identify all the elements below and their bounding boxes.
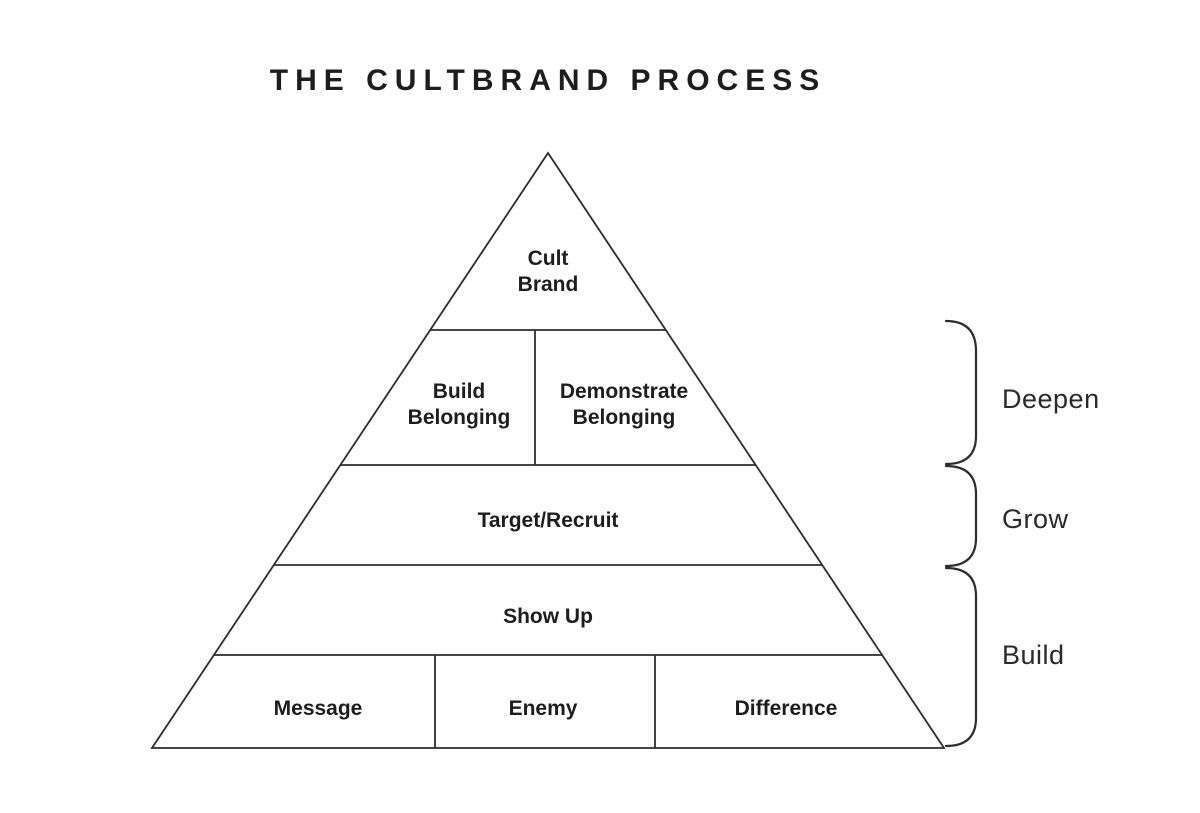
cell-difference-label: Difference xyxy=(735,697,838,720)
pyramid-outline xyxy=(150,151,946,749)
tier-cult-brand-label-line2: Brand xyxy=(518,273,579,296)
cell-demonstrate-belonging-label-line1: Demonstrate xyxy=(560,380,688,403)
bracket-grow xyxy=(944,464,978,568)
cell-build-belonging-label-line2: Belonging xyxy=(408,406,511,429)
cell-message-label: Message xyxy=(274,697,363,720)
diagram-title: THE CULTBRAND PROCESS xyxy=(269,64,827,97)
tier-target-recruit-label: Target/Recruit xyxy=(478,509,619,532)
cell-demonstrate-belonging-label-line2: Belonging xyxy=(573,406,676,429)
bracket-build-label: Build xyxy=(1002,640,1065,670)
tier-cult-brand-label-line1: Cult xyxy=(528,247,569,270)
bracket-build xyxy=(944,566,978,748)
bracket-grow-label: Grow xyxy=(1002,504,1069,534)
cell-build-belonging-label-line1: Build xyxy=(433,380,486,403)
bracket-deepen-label: Deepen xyxy=(1002,384,1100,414)
tier-show-up-label: Show Up xyxy=(503,605,593,628)
bracket-deepen xyxy=(944,319,978,466)
cell-enemy-label: Enemy xyxy=(509,697,578,720)
